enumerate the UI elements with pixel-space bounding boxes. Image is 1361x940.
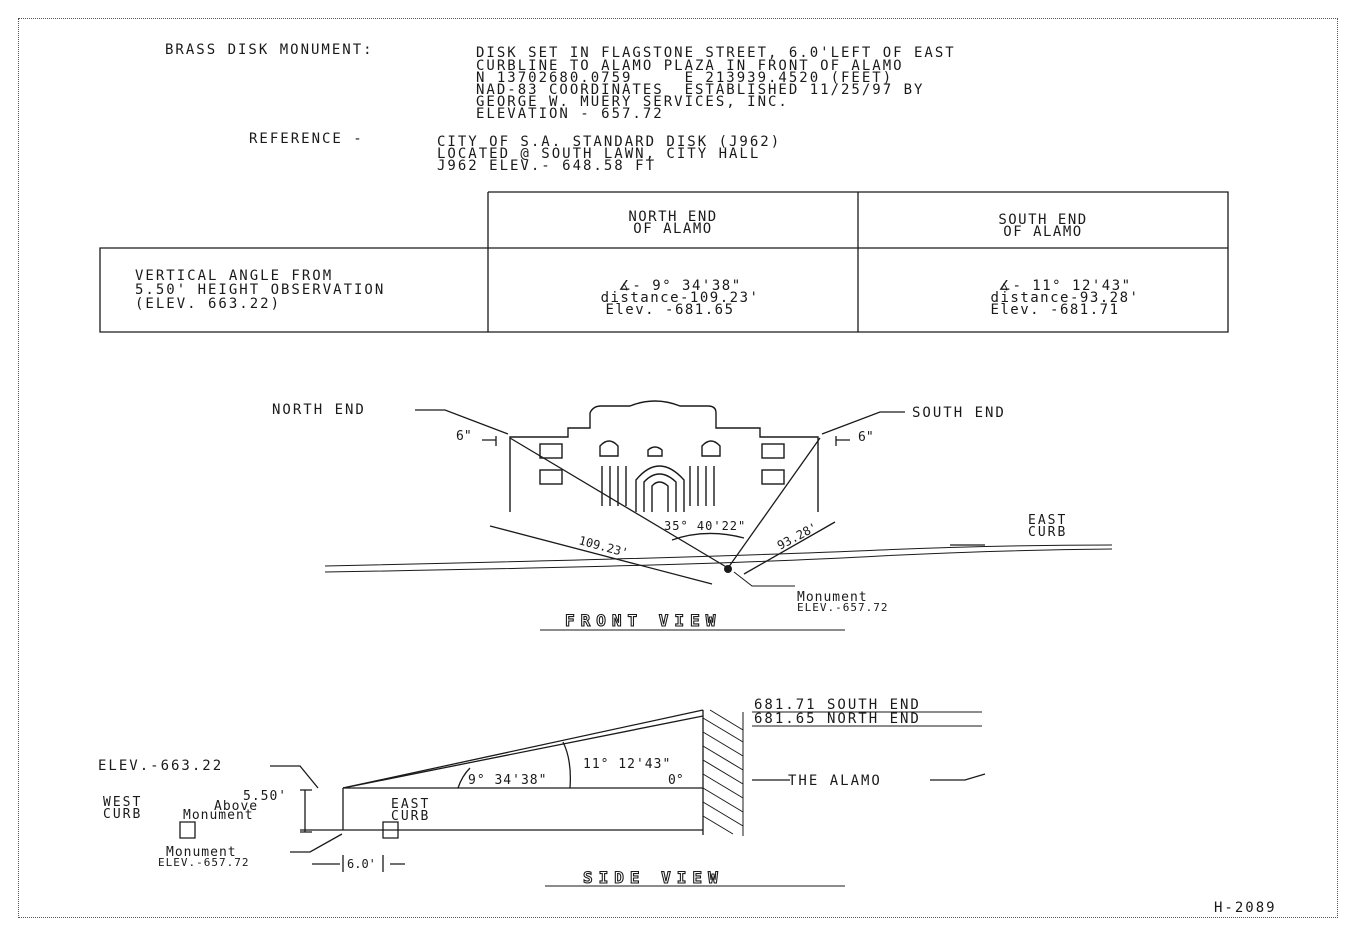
side-height-line-1: 5.50' [243, 789, 287, 804]
monument-line-5: GEORGE W. MUERY SERVICES, INC. [476, 94, 789, 110]
south-angle-value: ∡- 11° 12'43" [998, 278, 1132, 294]
monument-line-4: NAD-83 COORDINATES ESTABLISHED 11/25/97 … [476, 82, 925, 98]
reference-line-2: LOCATED @ SOUTH LAWN, CITY HALL [437, 146, 761, 162]
front-view-title: FRONT VIEW [565, 611, 721, 630]
sheet-id: H-2089 [1214, 900, 1277, 916]
side-east-curb-line-1: EAST [391, 797, 430, 812]
front-sight-lines [415, 409, 985, 585]
monument-line-2: CURBLINE TO ALAMO PLAZA IN FRONT OF ALAM… [476, 58, 904, 74]
side-view-geometry [179, 709, 986, 872]
north-distance-value: distance-109.23' [600, 290, 760, 306]
side-east-curb-line-2: CURB [391, 809, 430, 824]
side-monument-line-1: Monument [166, 845, 237, 860]
row-label-line-1: VERTICAL ANGLE FROM [135, 268, 334, 284]
side-west-curb-line-2: CURB [103, 807, 142, 822]
side-view-title: SIDE VIEW [583, 868, 724, 887]
col-south-line-1: SOUTH END [998, 212, 1088, 228]
col-north-line-1: NORTH END [628, 209, 718, 225]
monument-line-6: ELEVATION - 657.72 [476, 106, 664, 122]
front-monument-line-1: Monument [797, 590, 868, 605]
observation-table [99, 191, 1229, 333]
side-height-line-2: Above [214, 799, 258, 814]
monument-line-3: N 13702680.0759 E 213939.4520 (FEET) [476, 70, 894, 86]
monument-leader [733, 571, 795, 587]
side-zero-label: 0° [668, 773, 684, 788]
side-north-end-label: 681.65 NORTH END [754, 711, 921, 727]
side-elev-obs-label: ELEV.-663.22 [98, 758, 223, 774]
side-west-curb-line-1: WEST [103, 795, 142, 810]
side-south-end-label: 681.71 SOUTH END [754, 697, 921, 713]
monument-label: BRASS DISK MONUMENT: [165, 42, 374, 58]
front-east-curb-line-1: EAST [1028, 513, 1067, 528]
side-height-line-3: Monument [183, 808, 254, 823]
alamo-wall-hatch [702, 709, 744, 836]
six-inch-left-label: 6" [456, 429, 472, 444]
col-south-line-2: OF ALAMO [1003, 224, 1083, 240]
south-distance-value: distance-93.28' [990, 290, 1140, 306]
reference-line-3: J962 ELEV.- 648.58 FT [437, 158, 657, 174]
side-offset-label: 6.0' [347, 857, 376, 871]
side-alamo-label: THE ALAMO [788, 773, 882, 789]
front-north-end-label: NORTH END [272, 402, 366, 418]
east-curb-line [324, 544, 1113, 573]
north-elev-value: Elev. -681.65 [605, 302, 735, 318]
reference-line-1: CITY OF S.A. STANDARD DISK (J962) [437, 134, 782, 150]
monument-line-1: DISK SET IN FLAGSTONE STREET, 6.0'LEFT O… [476, 45, 956, 61]
front-dist-south-label: 93.28' [775, 520, 820, 553]
sheet-border [18, 18, 1338, 918]
front-east-curb-line-2: CURB [1028, 525, 1067, 540]
north-angle-value: ∡- 9° 34'38" [618, 278, 742, 294]
side-angle-south-label: 11° 12'43" [583, 757, 671, 772]
col-north-line-2: OF ALAMO [633, 221, 713, 237]
side-elev-underlines [752, 711, 982, 727]
alamo-facade [509, 400, 819, 512]
row-label-line-2: 5.50' HEIGHT OBSERVATION [135, 282, 386, 298]
front-monument-line-2: ELEV.-657.72 [797, 601, 888, 614]
front-angle-label: 35° 40'22" [664, 519, 746, 533]
front-south-end-label: SOUTH END [912, 405, 1006, 421]
reference-label: REFERENCE - [249, 131, 364, 147]
side-angle-north-label: 9° 34'38" [468, 773, 547, 788]
row-label-line-3: (ELEV. 663.22) [135, 296, 282, 312]
side-monument-line-2: ELEV.-657.72 [158, 856, 249, 869]
south-elev-value: Elev. -681.71 [990, 302, 1120, 318]
six-inch-right-label: 6" [858, 430, 874, 445]
monument-marker [724, 565, 732, 573]
